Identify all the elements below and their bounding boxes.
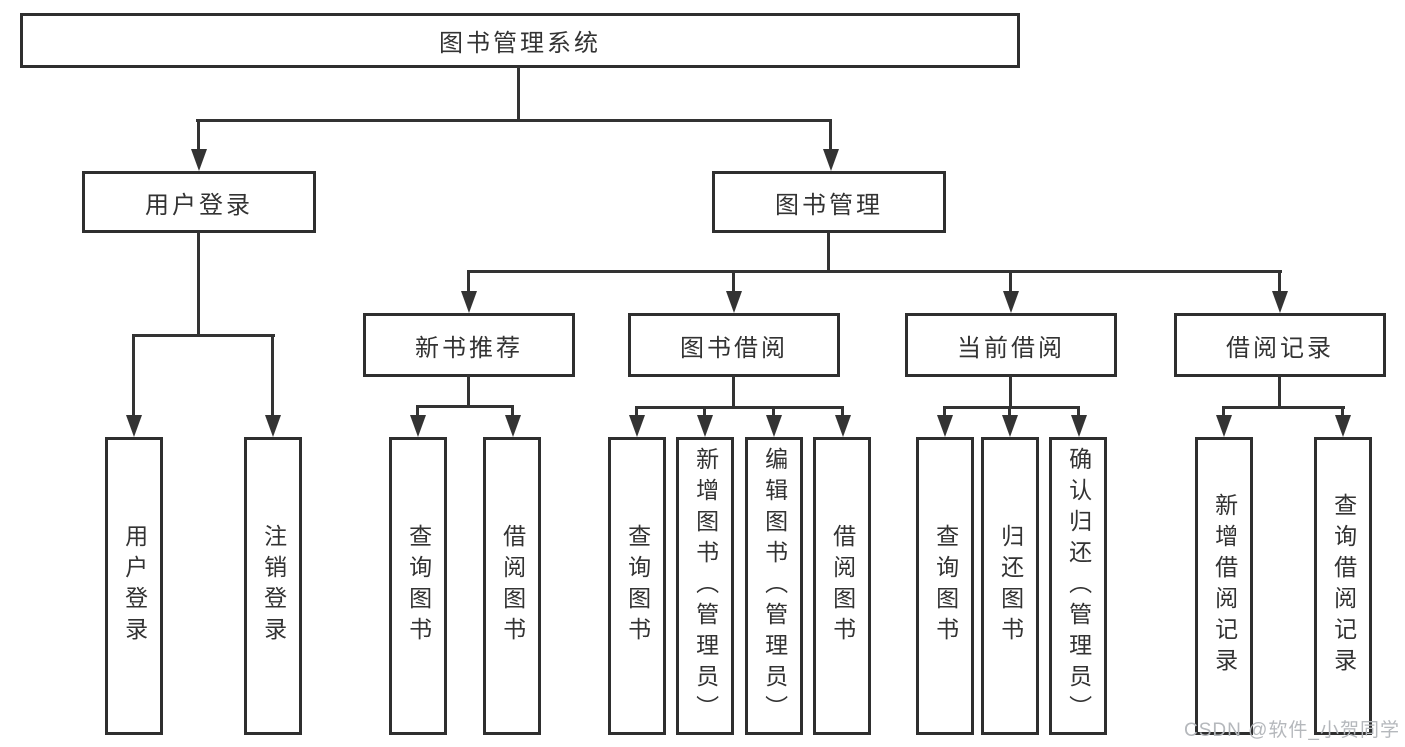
connector-book-management-stem: [827, 232, 830, 272]
csdn-watermark: CSDN @软件_小贺同学: [1184, 720, 1400, 741]
leaf-br-query-record: 查询借阅记录: [1314, 437, 1372, 735]
leaf-cb-return-books: 归还图书: [981, 437, 1039, 735]
connector-nbr-drop-1: [416, 405, 419, 419]
arrowhead-current-borrow-icon: [1003, 291, 1019, 313]
connector-br-stem: [1278, 375, 1281, 408]
connector-bm-drop-1: [467, 270, 470, 292]
connector-bb-drop-1: [635, 406, 638, 419]
leaf-cb-query-books: 查询图书: [916, 437, 974, 735]
connector-root-stem: [517, 67, 520, 122]
arrowhead-nbr-query-icon: [410, 415, 426, 437]
arrowhead-br-add-icon: [1216, 415, 1232, 437]
node-borrow-record: 借阅记录: [1174, 313, 1386, 377]
connector-bm-drop-3: [1009, 270, 1012, 292]
arrowhead-bb-add-icon: [697, 415, 713, 437]
node-book-management-branch: 图书管理: [712, 171, 946, 233]
connector-br-branch: [1222, 406, 1345, 409]
arrowhead-new-book-recommend-icon: [461, 291, 477, 313]
node-root-system: 图书管理系统: [20, 13, 1020, 68]
connector-user-login-branch: [132, 334, 275, 337]
connector-bb-branch: [635, 406, 844, 409]
connector-bb-drop-3: [772, 406, 775, 419]
leaf-user-login: 用户登录: [105, 437, 163, 735]
connector-cb-drop-2: [1008, 406, 1011, 419]
leaf-bb-edit-books-admin: 编辑图书（管理员）: [745, 437, 803, 735]
connector-user-login-drop-2: [271, 334, 274, 416]
connector-user-login-stem: [197, 232, 200, 336]
arrowhead-br-query-icon: [1335, 415, 1351, 437]
connector-root-branch: [196, 119, 832, 122]
leaf-bb-borrow-books: 借阅图书: [813, 437, 871, 735]
leaf-bb-query-books: 查询图书: [608, 437, 666, 735]
connector-cb-drop-1: [943, 406, 946, 419]
leaf-bb-add-books-admin: 新增图书（管理员）: [676, 437, 734, 735]
connector-br-drop-2: [1341, 406, 1344, 419]
connector-user-login-drop-1: [132, 334, 135, 416]
connector-cb-drop-3: [1077, 406, 1080, 419]
arrowhead-bb-edit-icon: [766, 415, 782, 437]
node-user-login-branch: 用户登录: [82, 171, 316, 233]
arrowhead-bb-query-icon: [629, 415, 645, 437]
arrowhead-leaf-logout-icon: [265, 415, 281, 437]
connector-cb-branch: [943, 406, 1080, 409]
connector-bm-drop-2: [732, 270, 735, 292]
connector-root-drop-right: [829, 119, 832, 151]
leaf-cb-confirm-return-admin: 确认归还（管理员）: [1049, 437, 1107, 735]
arrowhead-cb-confirm-icon: [1071, 415, 1087, 437]
arrowhead-cb-query-icon: [937, 415, 953, 437]
leaf-nbr-query-books: 查询图书: [389, 437, 447, 735]
arrowhead-leaf-user-login-icon: [126, 415, 142, 437]
connector-bb-drop-2: [703, 406, 706, 419]
node-book-borrow: 图书借阅: [628, 313, 840, 377]
connector-cb-stem: [1009, 375, 1012, 408]
arrowhead-bb-borrow-icon: [835, 415, 851, 437]
connector-bb-stem: [732, 375, 735, 408]
arrowhead-book-borrow-icon: [726, 291, 742, 313]
connector-bm-drop-4: [1278, 270, 1281, 292]
arrowhead-nbr-borrow-icon: [505, 415, 521, 437]
leaf-nbr-borrow-books: 借阅图书: [483, 437, 541, 735]
arrowhead-cb-return-icon: [1002, 415, 1018, 437]
connector-bb-drop-4: [841, 406, 844, 419]
connector-book-management-branch: [467, 270, 1282, 273]
node-current-borrow: 当前借阅: [905, 313, 1117, 377]
connector-nbr-drop-2: [511, 405, 514, 419]
leaf-br-add-record: 新增借阅记录: [1195, 437, 1253, 735]
arrowhead-borrow-record-icon: [1272, 291, 1288, 313]
arrowhead-book-management-icon: [823, 149, 839, 171]
connector-nbr-branch: [416, 405, 514, 408]
node-new-book-recommend: 新书推荐: [363, 313, 575, 377]
connector-nbr-stem: [467, 375, 470, 407]
connector-root-drop-left: [197, 119, 200, 151]
connector-br-drop-1: [1222, 406, 1225, 419]
arrowhead-user-login-icon: [191, 149, 207, 171]
leaf-logout: 注销登录: [244, 437, 302, 735]
